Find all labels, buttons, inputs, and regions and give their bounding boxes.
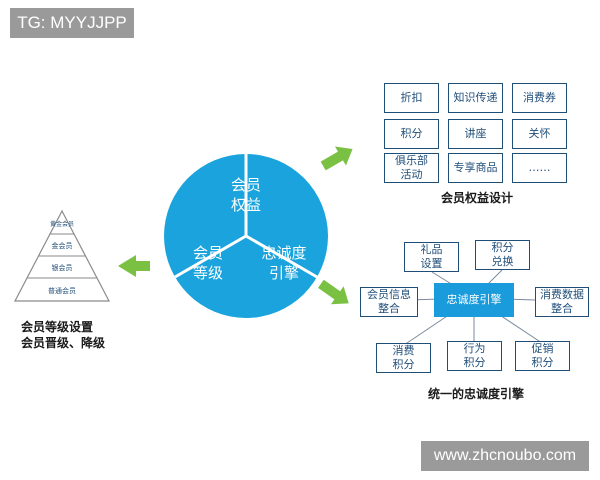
engine-node-promotion-points: 促销积分 bbox=[515, 341, 570, 371]
benefit-cell: 关怀 bbox=[512, 119, 567, 149]
benefit-cell: 知识传递 bbox=[448, 83, 503, 113]
engine-node-consumption-data: 消费数据整合 bbox=[535, 287, 589, 317]
pyramid-level-normal: 普通会员 bbox=[48, 286, 76, 295]
benefit-cell: 折扣 bbox=[384, 83, 439, 113]
watermark-tag-bottom: www.zhcnoubo.com bbox=[421, 441, 589, 471]
benefits-caption: 会员权益设计 bbox=[441, 191, 514, 205]
benefit-cell: 讲座 bbox=[448, 119, 503, 149]
engine-caption: 统一的忠诚度引擎 bbox=[428, 387, 525, 401]
segment-benefits-line1: 会员 bbox=[231, 176, 261, 194]
engine-node-gift-settings: 礼品设置 bbox=[404, 242, 459, 272]
segment-level-line1: 会员 bbox=[193, 244, 223, 262]
arrow-up-right-icon bbox=[320, 146, 353, 171]
segment-benefits-line2: 权益 bbox=[231, 196, 261, 214]
pyramid-caption-line2: 会员晋级、降级 bbox=[21, 336, 106, 350]
core-circle: 会员 权益 会员 等级 忠诚度 引擎 bbox=[164, 154, 328, 318]
engine-node-member-info: 会员信息整合 bbox=[360, 287, 418, 317]
segment-loyalty-line2: 引擎 bbox=[269, 264, 299, 282]
pyramid-level-silver: 银会员 bbox=[52, 263, 73, 272]
arrow-down-right-icon bbox=[318, 279, 349, 305]
arrow-left-icon bbox=[118, 255, 150, 277]
benefit-cell: …… bbox=[512, 153, 567, 183]
segment-level-line2: 等级 bbox=[193, 264, 223, 282]
benefit-cell: 积分 bbox=[384, 119, 439, 149]
segment-loyalty-line1: 忠诚度 bbox=[261, 244, 306, 262]
engine-center: 忠诚度引擎 bbox=[434, 283, 514, 317]
watermark-tag-top: TG: MYYJJPP bbox=[10, 8, 134, 38]
pyramid-caption-line1: 会员等级设置 bbox=[21, 320, 94, 334]
level-pyramid: 黄金会员 金会员 银会员 普通会员 bbox=[14, 209, 110, 302]
engine-node-behavior-points: 行为积分 bbox=[447, 341, 502, 371]
benefit-cell: 消费券 bbox=[512, 83, 567, 113]
engine-node-consumption-points: 消费积分 bbox=[376, 343, 431, 373]
divider-right bbox=[245, 234, 318, 279]
benefit-cell: 专享商品 bbox=[448, 153, 503, 183]
engine-node-points-redeem: 积分兑换 bbox=[475, 240, 530, 270]
divider-left bbox=[174, 234, 247, 279]
benefit-cell: 俱乐部活动 bbox=[384, 153, 439, 183]
pyramid-level-gold: 黄金会员 bbox=[50, 220, 74, 228]
pyramid-level-jin: 金会员 bbox=[52, 241, 73, 250]
